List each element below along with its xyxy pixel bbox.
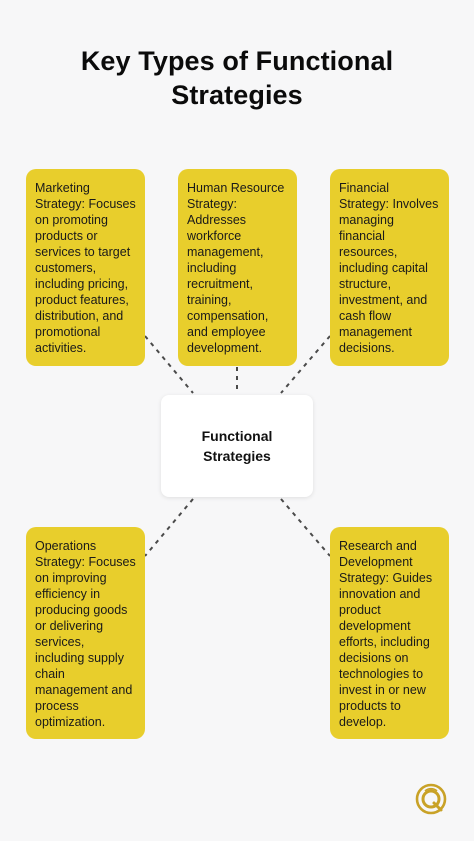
- center-node-functional-strategies: Functional Strategies: [161, 395, 313, 497]
- node-research-development-text: Research and Development Strategy: Guide…: [339, 539, 433, 729]
- node-human-resource-text: Human Resource Strategy: Addresses workf…: [187, 181, 285, 355]
- node-research-development-strategy: Research and Development Strategy: Guide…: [330, 527, 449, 739]
- node-financial-text: Financial Strategy: Involves managing fi…: [339, 181, 439, 355]
- node-marketing-strategy: Marketing Strategy: Focuses on promoting…: [26, 169, 145, 366]
- connector-research-development: [280, 498, 331, 557]
- connector-financial: [280, 335, 331, 394]
- node-marketing-text: Marketing Strategy: Focuses on promoting…: [35, 181, 136, 355]
- node-financial-strategy: Financial Strategy: Involves managing fi…: [330, 169, 449, 366]
- node-operations-text: Operations Strategy: Focuses on improvin…: [35, 539, 136, 729]
- node-human-resource-strategy: Human Resource Strategy: Addresses workf…: [178, 169, 297, 366]
- node-operations-strategy: Operations Strategy: Focuses on improvin…: [26, 527, 145, 739]
- connector-operations: [144, 498, 194, 557]
- connector-marketing: [144, 335, 194, 394]
- center-node-label: Functional Strategies: [201, 428, 273, 464]
- diagram-title: Key Types of Functional Strategies: [80, 46, 394, 110]
- brand-logo-icon: [415, 783, 447, 815]
